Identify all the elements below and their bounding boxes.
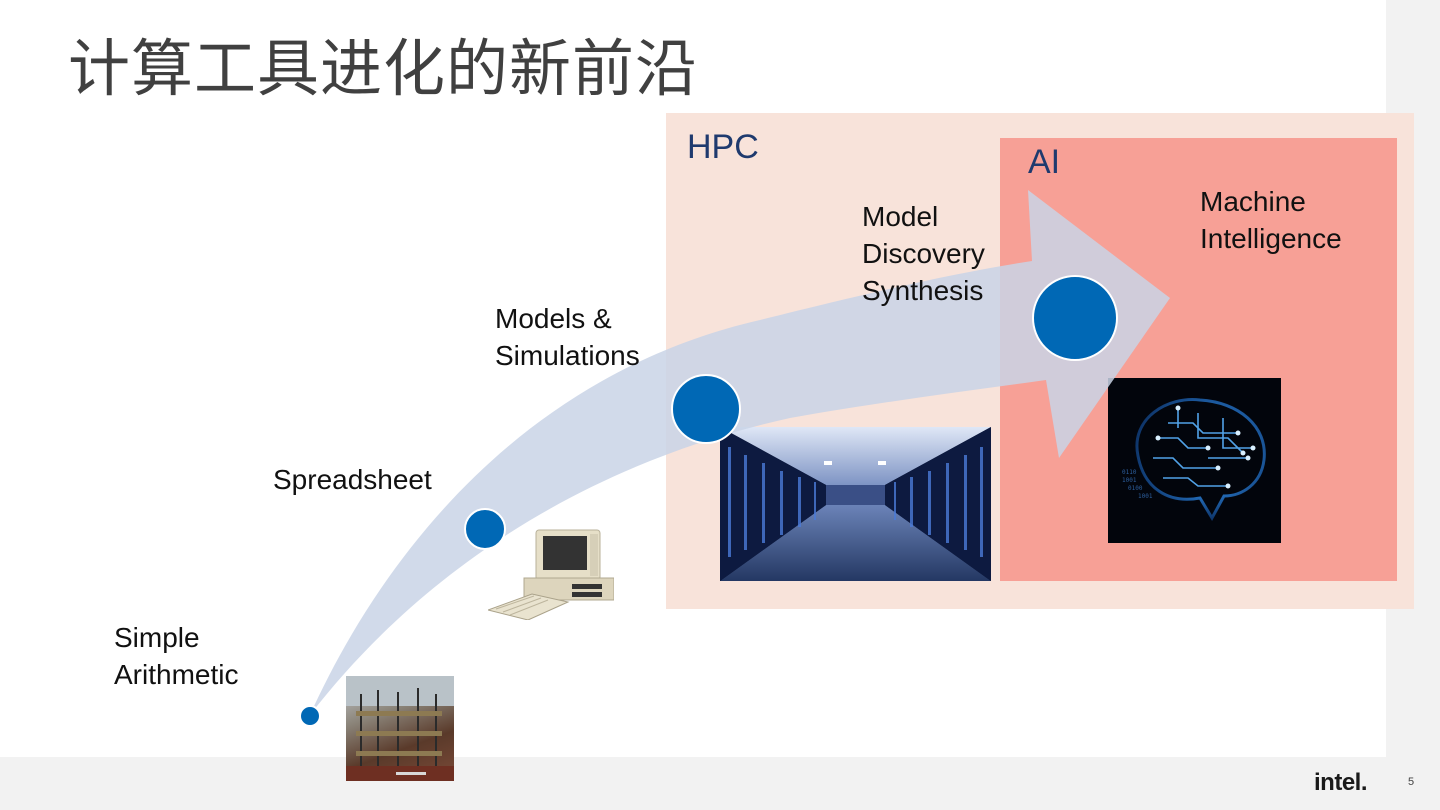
analytical-engine-photo bbox=[346, 676, 454, 781]
footer-bar bbox=[0, 757, 1386, 810]
hpc-region-label: HPC bbox=[687, 128, 759, 166]
page-number: 5 bbox=[1408, 776, 1415, 788]
svg-text:0100: 0100 bbox=[1128, 485, 1143, 492]
stage-label-models-simulations: Models & Simulations bbox=[495, 303, 640, 371]
intel-logo: intel. bbox=[1314, 769, 1368, 796]
data-center-photo bbox=[720, 427, 991, 581]
ai-region-label: AI bbox=[1028, 143, 1061, 181]
evolution-arrow bbox=[310, 190, 1170, 715]
stage-label-simple-arithmetic: Simple Arithmetic bbox=[114, 622, 239, 690]
svg-text:0110: 0110 bbox=[1122, 469, 1137, 476]
stage-label-model-discovery: Model Discovery Synthesis bbox=[862, 201, 985, 306]
stage-label-machine-intelligence: Machine Intelligence bbox=[1200, 186, 1342, 254]
stage-node-machine-intelligence bbox=[1032, 275, 1118, 361]
svg-text:1001: 1001 bbox=[1138, 493, 1153, 500]
stage-node-simple-arithmetic bbox=[299, 705, 321, 727]
stage-node-models-simulations bbox=[671, 374, 741, 444]
personal-computer-photo bbox=[488, 528, 614, 620]
stage-label-spreadsheet: Spreadsheet bbox=[273, 464, 432, 495]
stage-node-spreadsheet bbox=[464, 508, 506, 550]
slide-title: 计算工具进化的新前沿 bbox=[68, 32, 699, 105]
svg-text:1001: 1001 bbox=[1122, 477, 1137, 484]
